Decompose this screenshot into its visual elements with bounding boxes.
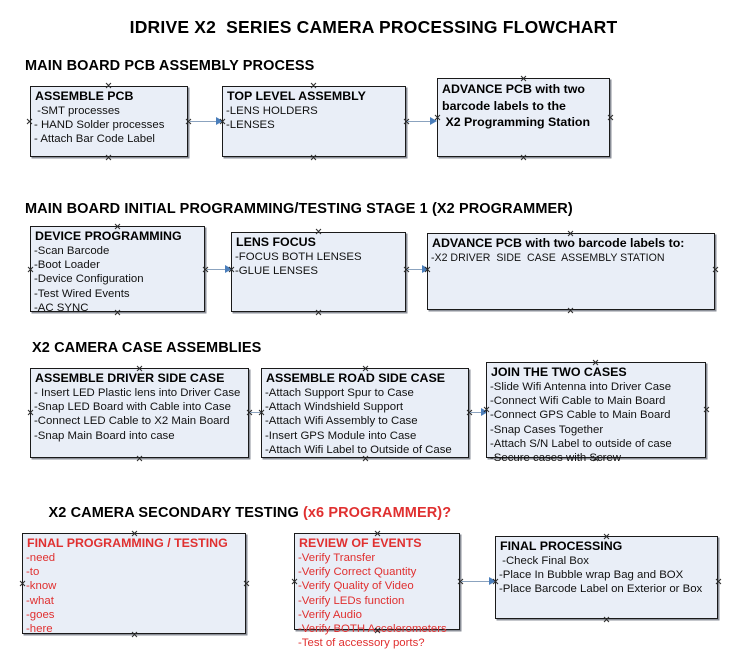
box-top-level-assembly[interactable]: TOP LEVEL ASSEMBLY -LENS HOLDERS -LENSES: [222, 86, 406, 157]
box-title: FINAL PROGRAMMING / TESTING: [27, 536, 228, 550]
arrow-connector: [190, 121, 218, 123]
box-title: FINAL PROCESSING: [500, 539, 623, 553]
box-line: -goes: [26, 608, 55, 621]
box-line-overflow: -Test of accessory ports?: [298, 637, 425, 650]
box-line: -LENSES: [226, 119, 275, 132]
box-line: -Place Barcode Label on Exterior or Box: [499, 583, 703, 596]
arrow-connector: [407, 269, 424, 271]
arrow-connector: [407, 121, 432, 123]
box-line: -Connect Wifi Cable to Main Board: [490, 395, 666, 408]
box-line: -Snap Main Board into case: [34, 429, 175, 442]
box-line: -Device Configuration: [34, 273, 144, 286]
page-title: IDRIVE X2 SERIES CAMERA PROCESSING FLOWC…: [129, 17, 618, 37]
box-line: -Verify Quality of Video: [298, 580, 414, 593]
box-line: -Scan Barcode: [34, 245, 110, 257]
box-line: -what: [26, 594, 54, 607]
box-line: -Attach Windshield Support: [265, 401, 404, 414]
box-line: - Attach Bar Code Label: [34, 133, 155, 146]
box-line: -Attach Wifi Assembly to Case: [265, 415, 418, 428]
box-title: ASSEMBLE ROAD SIDE CASE: [266, 371, 445, 385]
box-advance-pcb-to-programming-station[interactable]: ADVANCE PCB with two barcode labels to t…: [437, 78, 610, 157]
section-heading-x2-camera-secondary-testing: X2 CAMERA SECONDARY TESTING (x6 PROGRAMM…: [32, 489, 452, 537]
arrow-head-icon: [422, 265, 429, 273]
box-title: ADVANCE PCB with two barcode labels to:: [432, 236, 685, 250]
box-line: -Connect GPS Cable to Main Board: [490, 409, 671, 422]
section-heading-text: X2 CAMERA SECONDARY TESTING: [48, 505, 303, 521]
box-line: -Boot Loader: [34, 259, 100, 272]
box-final-processing[interactable]: FINAL PROCESSING -Check Final Box -Place…: [495, 536, 718, 619]
arrow-connector: [250, 412, 264, 414]
box-line: -Slide Wifi Antenna into Driver Case: [490, 381, 672, 393]
box-line: -Check Final Box: [499, 555, 589, 567]
arrow-connector: [207, 269, 227, 271]
section-heading-main-board-initial-programming: MAIN BOARD INITIAL PROGRAMMING/TESTING S…: [25, 201, 573, 217]
box-line: -GLUE LENSES: [235, 265, 318, 278]
box-device-programming[interactable]: DEVICE PROGRAMMING -Scan Barcode -Boot L…: [30, 226, 205, 314]
box-line: -Attach Support Spur to Case: [265, 387, 414, 399]
box-line: -X2 DRIVER SIDE CASE ASSEMBLY STATION: [431, 252, 665, 264]
box-line: -AC SYNC: [34, 301, 89, 314]
box-title: ASSEMBLE DRIVER SIDE CASE: [35, 371, 225, 385]
section-heading-main-board-pcb-assembly: MAIN BOARD PCB ASSEMBLY PROCESS: [25, 58, 315, 74]
box-line: -Verify BOTH Accelerometers: [298, 623, 447, 636]
box-line: -here: [26, 623, 53, 636]
arrow-head-icon: [489, 577, 496, 585]
box-line: -Secure cases with Screw: [490, 452, 622, 465]
box-line: -Verify Audio: [298, 608, 362, 621]
box-line: -Insert GPS Module into Case: [265, 429, 417, 442]
box-line: -Verify LEDs function: [298, 594, 405, 607]
box-title: ASSEMBLE PCB: [35, 89, 134, 103]
box-line: -Connect LED Cable to X2 Main Board: [34, 415, 230, 428]
box-line: -Snap Cases Together: [490, 423, 604, 436]
box-line: -FOCUS BOTH LENSES: [235, 251, 362, 263]
box-title: LENS FOCUS: [236, 235, 316, 249]
box-title: TOP LEVEL ASSEMBLY: [227, 89, 366, 103]
box-final-programming-testing[interactable]: FINAL PROGRAMMING / TESTING -need -to -k…: [22, 533, 246, 636]
arrow-head-icon: [481, 408, 488, 416]
box-line: -Test Wired Events: [34, 287, 130, 300]
arrow-head-icon: [216, 117, 223, 125]
box-line: -SMT processes: [34, 105, 120, 117]
box-line: -to: [26, 566, 40, 579]
box-line: -Attach S/N Label to outside of case: [490, 437, 672, 450]
arrow-connector: [470, 412, 483, 414]
box-assemble-road-side-case[interactable]: ASSEMBLE ROAD SIDE CASE -Attach Support …: [261, 368, 469, 458]
box-title: JOIN THE TWO CASES: [491, 365, 627, 379]
arrow-head-icon: [225, 265, 232, 273]
box-line: -Place In Bubble wrap Bag and BOX: [499, 569, 684, 582]
box-line: -know: [26, 580, 57, 593]
box-assemble-driver-side-case[interactable]: ASSEMBLE DRIVER SIDE CASE - Insert LED P…: [30, 368, 249, 458]
box-title: REVIEW OF EVENTS: [299, 536, 422, 550]
box-lens-focus[interactable]: LENS FOCUS -FOCUS BOTH LENSES -GLUE LENS…: [231, 232, 406, 312]
arrow-connector: [461, 581, 491, 583]
box-line: -Verify Correct Quantity: [298, 566, 417, 579]
section-heading-x2-camera-case-assemblies: X2 CAMERA CASE ASSEMBLIES: [32, 340, 262, 356]
box-advance-pcb-to-driver-side-case[interactable]: ADVANCE PCB with two barcode labels to: …: [427, 233, 715, 310]
box-line: -LENS HOLDERS: [226, 105, 318, 117]
box-assemble-pcb[interactable]: ASSEMBLE PCB -SMT processes - HAND Solde…: [30, 86, 188, 157]
section-heading-accent: (x6 PROGRAMMER)?: [302, 505, 452, 521]
box-line: - HAND Solder processes: [34, 119, 165, 132]
box-line: -Verify Transfer: [298, 552, 376, 564]
box-line: -Snap LED Board with Cable into Case: [34, 401, 231, 414]
box-title: DEVICE PROGRAMMING: [35, 229, 182, 243]
box-join-the-two-cases[interactable]: JOIN THE TWO CASES -Slide Wifi Antenna i…: [486, 362, 706, 464]
box-title: ADVANCE PCB with two barcode labels to t…: [442, 82, 591, 129]
box-line: -Attach Wifi Label to Outside of Case: [265, 443, 452, 456]
box-line: -need: [26, 552, 56, 564]
arrow-head-icon: [430, 117, 437, 125]
box-line: - Insert LED Plastic lens into Driver Ca…: [34, 387, 241, 399]
box-review-of-events[interactable]: REVIEW OF EVENTS -Verify Transfer -Verif…: [294, 533, 460, 649]
